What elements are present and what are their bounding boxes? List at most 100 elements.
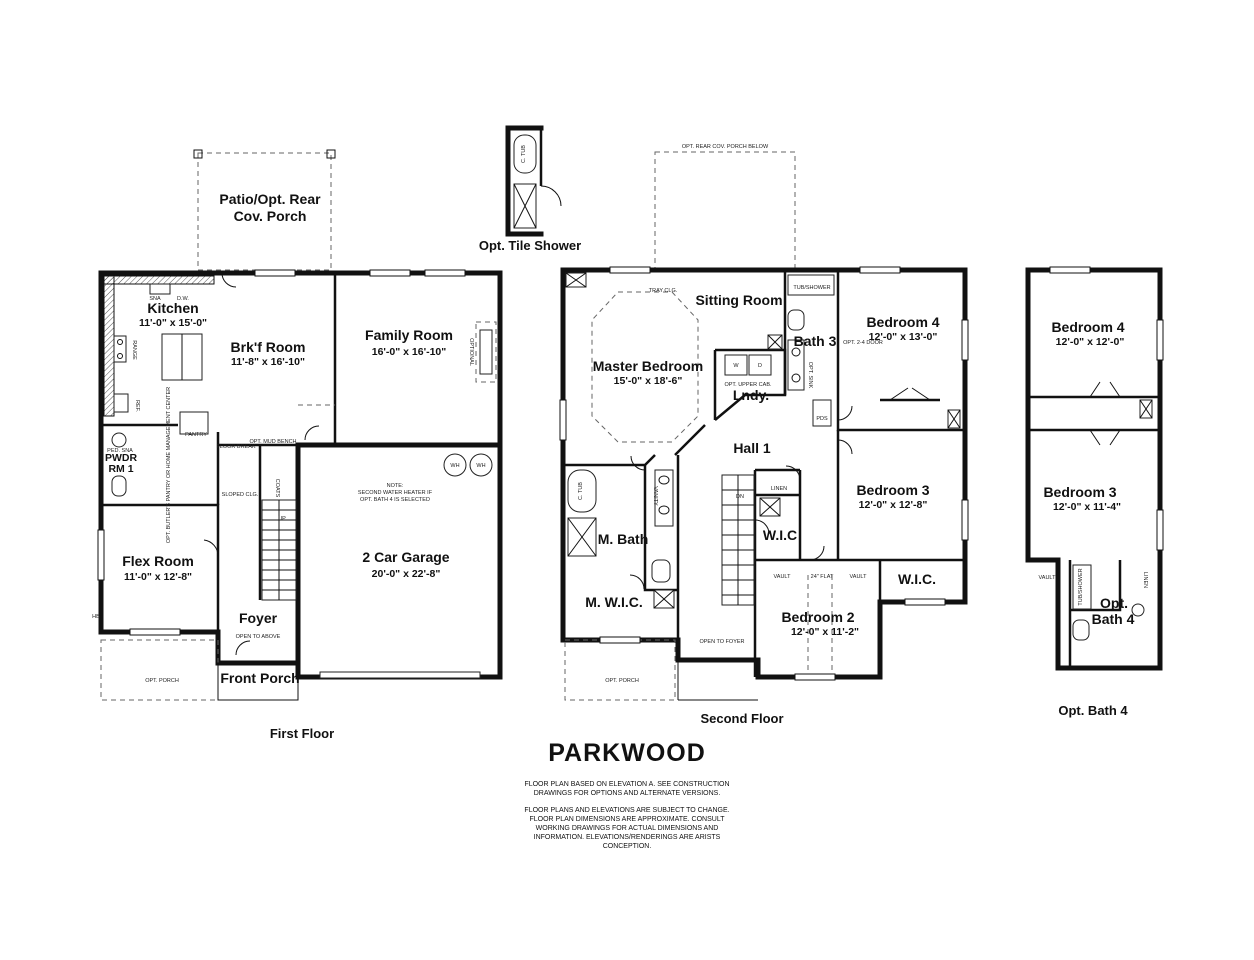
opt-sink-label: OPT. SINK [807,362,813,389]
sitting-room-label: Sitting Room [695,292,782,308]
disclaimer-line-2: DRAWINGS FOR OPTIONS AND ALTERNATE VERSI… [534,790,721,797]
master-bedroom-label: Master Bedroom [593,358,703,374]
disclaimer-line-1: FLOOR PLAN BASED ON ELEVATION A. SEE CON… [524,781,729,788]
bath4-caption: Opt. Bath 4 [1058,703,1128,718]
disclaimer-line-7: CONCEPTION. [603,843,652,850]
optional-label: OPTIONAL [468,338,474,366]
pantry-label: PANTRY [185,432,207,438]
vault-label-2: VAULT [850,574,868,580]
dw-label: D.W. [177,296,189,302]
bath4-tub [1072,564,1092,610]
pantry-area [179,411,209,435]
wic-label: W.I.C [763,527,797,543]
note-label-2: SECOND WATER HEATER IF [358,490,433,496]
ped-sna-label: PED. SNA [107,448,133,454]
hall-label: Hall 1 [733,440,771,456]
range [113,335,127,363]
upper-cab-label: OPT. UPPER CAB. [724,382,772,388]
dryer-label: D [758,363,762,369]
pedestal-sink [111,432,127,448]
flat-label: 24" FLAT [811,574,834,580]
washer-label: W [733,363,739,369]
vault-label-1: VAULT [774,574,792,580]
vanity-label: VANITY [652,486,658,506]
coats-label: COATS [274,479,280,498]
master-toilet [651,559,671,583]
labels: Patio/Opt. Rear Cov. Porch Kitchen 11'-0… [92,144,1148,850]
first-floor-plan [97,149,503,701]
tile-shower-caption: Opt. Tile Shower [479,238,581,253]
pwdr-label-1: PWDR [105,452,137,464]
note-label-3: OPT. BATH 4 IS SELECTED [360,497,430,503]
disclaimer-line-6: INFORMATION. ELEVATIONS/RENDERINGS ARE A… [534,834,721,841]
bath4-bedroom4-dim: 12'-0" x 12'-0" [1056,336,1125,348]
pwdr-label-2: RM 1 [108,463,133,475]
second-opt-porch [564,639,676,701]
bath4-bedroom4-label: Bedroom 4 [1051,319,1124,335]
bath4-linen-label: LINEN [1142,572,1148,588]
bath3-label: Bath 3 [794,333,837,349]
fireplace [479,329,493,375]
mud-bench-label: OPT. MUD BENCH [249,439,296,445]
opt-tile-shower-plan [505,125,562,237]
flex-label: Flex Room [122,553,194,569]
garage-label: 2 Car Garage [362,549,449,565]
bath4-bedroom3-dim: 12'-0" x 11'-4" [1053,501,1121,513]
tub-shower-label: TUB/SHOWER [793,285,830,291]
open-foyer-label: OPEN TO FOYER [699,639,744,645]
opt-bath4-plan [1025,266,1164,671]
bedroom4-label: Bedroom 4 [866,314,939,330]
refrigerator [113,393,129,413]
bedroom3-dim: 12'-0" x 12'-8" [859,499,928,511]
patio-label-1: Patio/Opt. Rear [219,191,321,207]
linen-label: LINEN [771,486,787,492]
ctub-label: C. TUB [578,482,584,500]
first-floor-stairs [261,499,297,601]
kitchen-sink [149,283,171,295]
laundry-label: Lndy. [733,387,769,403]
dn-label: DN [736,494,744,500]
opt-rear-label: OPT. REAR COV. PORCH BELOW [682,144,769,150]
floor-break-label: FLOOR BREAK [216,444,255,450]
tile-ctub-label: C. TUB [521,145,527,163]
kitchen-counter [103,275,115,417]
master-bath-label: M. Bath [598,531,649,547]
family-dim: 16'-0" x 16'-10" [372,346,447,358]
patio-label-2: Cov. Porch [234,208,307,224]
master-wic-label: M. W.I.C. [585,594,643,610]
wic2-label: W.I.C. [898,571,936,587]
bedroom2-label: Bedroom 2 [781,609,854,625]
butler-label: OPT. BUTLER'S PANTRY OR HOME MANAGEMENT … [166,387,172,543]
opt-label: Opt. [1100,595,1128,611]
bedroom2-dim: 12'-0" x 11'-2" [791,626,859,638]
up-label: UP [278,516,286,522]
foyer-label: Foyer [239,610,278,626]
flex-dim: 11'-0" x 12'-8" [124,571,192,583]
disclaimer-line-3: FLOOR PLANS AND ELEVATIONS ARE SUBJECT T… [524,807,729,814]
second-floor-plan [559,151,969,701]
bath4-vault-label: VAULT [1039,575,1057,581]
range-label: RANGE [131,340,137,360]
hb-label: HB [92,614,100,620]
brkf-dim: 11'-8" x 16'-10" [231,356,305,368]
front-porch-label: Front Porch [220,670,299,686]
disclaimer-line-4: FLOOR PLAN DIMENSIONS ARE APPROXIMATE. C… [529,816,725,823]
garage-door [319,671,481,679]
wh-label-2: WH [476,463,485,469]
opt-porch-label: OPT. PORCH [145,678,179,684]
disclaimer-line-5: WORKING DRAWINGS FOR ACTUAL DIMENSIONS A… [536,825,719,832]
brkf-label: Brk'f Room [231,339,306,355]
water-heater-icon [443,453,467,477]
ref-label: REF. [134,400,140,412]
pds-label: PDS [816,416,828,422]
kitchen-label: Kitchen [147,300,198,316]
second-floor-stairs [721,474,755,606]
water-heater-icon-2 [469,453,493,477]
sna-label: SNA [149,296,161,302]
second-floor-caption: Second Floor [700,711,783,726]
toilet [111,475,127,497]
bedroom4-dim: 12'-0" x 13'-0" [869,331,938,343]
rear-porch-below [654,151,796,271]
garage-dim: 20'-0" x 22'-8" [372,568,441,580]
